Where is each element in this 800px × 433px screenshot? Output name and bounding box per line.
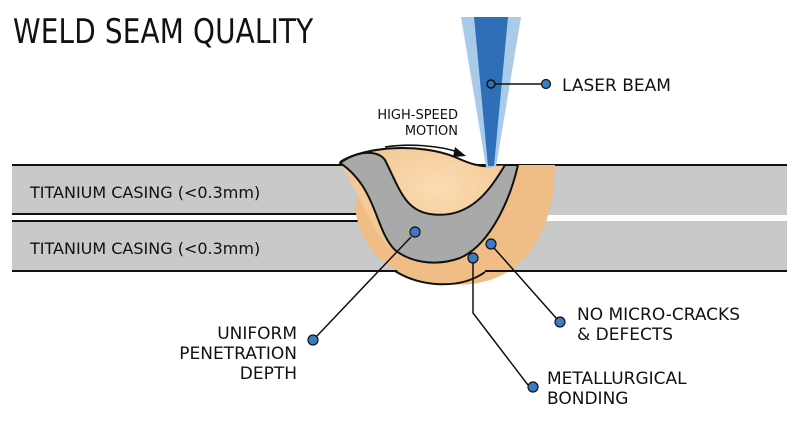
bonding-leader-line	[472, 263, 529, 386]
cracks-label-1: NO MICRO-CRACKS	[577, 305, 740, 325]
penetration-anchor-dot	[409, 226, 421, 238]
bonding-anchor-dot	[467, 252, 479, 264]
cracks-label-dot	[554, 316, 566, 328]
motion-label-1: HIGH-SPEED	[377, 108, 458, 123]
bottom-plate-label: TITANIUM CASING (<0.3mm)	[29, 239, 260, 258]
bonding-label-dot	[527, 381, 539, 393]
penetration-label-1: UNIFORM	[217, 324, 297, 344]
plate-gap	[12, 215, 367, 221]
bonding-label-1: METALLURGICAL	[547, 369, 687, 389]
laser-anchor-dot	[486, 79, 496, 89]
seam-fusion-line	[339, 151, 519, 264]
cracks-leader-line	[493, 247, 558, 320]
penetration-leader-line	[315, 236, 412, 338]
pool-top-outline	[339, 147, 493, 168]
laser-label-dot	[540, 78, 552, 90]
laser-beam-core	[474, 17, 508, 166]
penetration-label-dot	[307, 334, 319, 346]
diagram-title: WELD SEAM QUALITY	[13, 12, 314, 52]
motion-label-2: MOTION	[405, 124, 458, 139]
bonding-label-2: BONDING	[547, 389, 628, 409]
cracks-anchor-dot	[485, 238, 497, 250]
penetration-label-2: PENETRATION	[179, 344, 297, 364]
penetration-label-3: DEPTH	[240, 364, 297, 384]
motion-arrow	[384, 144, 459, 153]
laser-beam-label: LASER BEAM	[562, 76, 671, 96]
root-outline	[394, 270, 486, 286]
top-plate-label: TITANIUM CASING (<0.3mm)	[29, 183, 260, 202]
motion-arrowhead-icon	[453, 147, 466, 157]
cracks-label-2: & DEFECTS	[577, 325, 673, 345]
